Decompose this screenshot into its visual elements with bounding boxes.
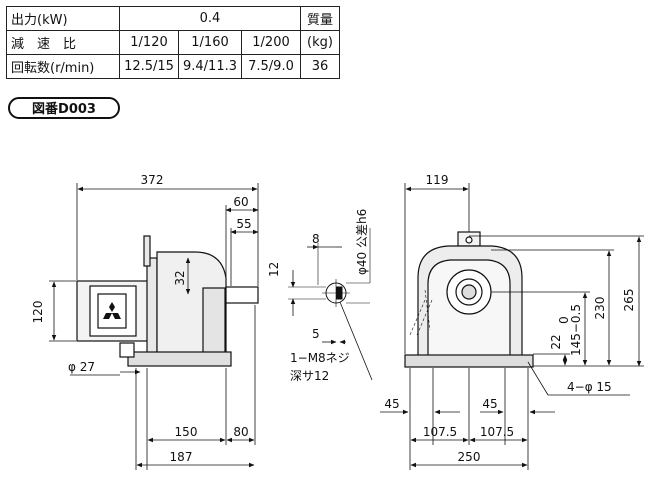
spec-output-value: 0.4	[119, 6, 301, 31]
dim-phi27: φ 27	[68, 360, 95, 374]
dim-0: 0	[557, 316, 571, 324]
base-foot	[127, 351, 232, 367]
shaft-detail	[288, 228, 373, 381]
output-shaft	[225, 286, 259, 304]
spec-mass-unit: (kg)	[300, 30, 340, 55]
dim-8: 8	[312, 232, 320, 246]
dim-230: 230	[593, 297, 607, 320]
dim-120: 120	[31, 301, 45, 324]
dim-55: 55	[236, 217, 251, 231]
front-view	[404, 231, 534, 368]
dim-372: 372	[141, 173, 164, 187]
dim-80: 80	[233, 425, 248, 439]
side-view	[76, 235, 259, 367]
dim-250: 250	[458, 450, 481, 464]
dim-60: 60	[233, 195, 248, 209]
front-base	[404, 354, 534, 368]
dim-45-left: 45	[384, 397, 399, 411]
dim-150: 150	[175, 425, 198, 439]
spec-speed-1: 12.5/15	[119, 54, 179, 79]
spec-ratio-3: 1/200	[241, 30, 301, 55]
drawing-number-badge: 図番D003	[8, 97, 120, 119]
spec-mass-value: 36	[300, 54, 340, 79]
spec-speed-2: 9.4/11.3	[178, 54, 242, 79]
dim-119: 119	[426, 173, 449, 187]
dim-265: 265	[622, 289, 636, 312]
dim-145: 145−0.5	[569, 304, 583, 356]
dim-5: 5	[312, 327, 320, 341]
spec-speed-3: 7.5/9.0	[241, 54, 301, 79]
spec-label-output: 出力(kW)	[6, 6, 120, 31]
dim-107-5-right: 107.5	[480, 425, 514, 439]
dim-187: 187	[170, 450, 193, 464]
spec-label-ratio: 減 速 比	[6, 30, 120, 55]
tap-depth: 深サ12	[290, 369, 329, 383]
dim-107-5-left: 107.5	[423, 425, 457, 439]
spec-label-speed: 回転数(r/min)	[6, 54, 120, 79]
logo-icon	[103, 302, 121, 319]
motor-flange	[146, 257, 158, 357]
dim-45-right: 45	[482, 397, 497, 411]
dim-shaft-tolerance: φ40 公差h6	[355, 209, 369, 275]
dim-holes: 4−φ 15	[567, 380, 612, 394]
dim-22: 22	[549, 334, 563, 349]
tap-spec: 1−M8ネジ	[290, 351, 350, 365]
spec-table: 出力(kW) 0.4 質量 減 速 比 1/120 1/160 1/200 (k…	[6, 6, 340, 79]
dim-32: 32	[173, 270, 187, 285]
dim-12: 12	[267, 262, 281, 277]
